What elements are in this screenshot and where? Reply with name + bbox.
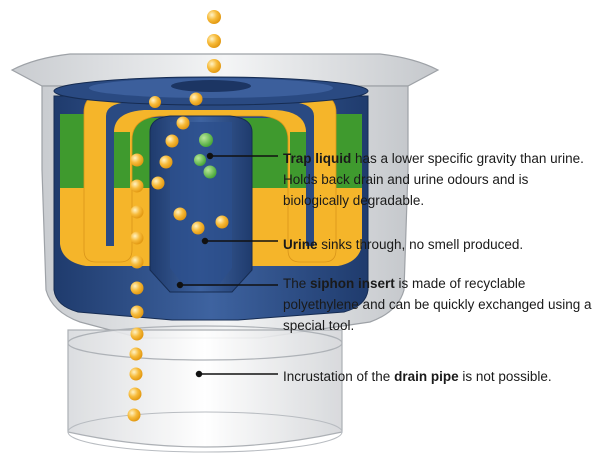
callout-text: The [283, 276, 310, 291]
callout-term-trap-liquid: Trap liquid [283, 151, 351, 166]
drain-pipe [68, 326, 342, 452]
callout-term-drain-pipe: drain pipe [394, 369, 459, 384]
callout-text: is not possible. [459, 369, 552, 384]
callout-trap-liquid: Trap liquid has a lower specific gravity… [283, 148, 595, 211]
callout-text: Incrustation of the [283, 369, 394, 384]
callout-drain-pipe: Incrustation of the drain pipe is not po… [283, 366, 595, 387]
callout-term-urine: Urine [283, 237, 318, 252]
callout-text: sinks through, no smell produced. [318, 237, 524, 252]
callout-urine: Urine sinks through, no smell produced. [283, 234, 595, 255]
callout-term-siphon-insert: siphon insert [310, 276, 395, 291]
callout-siphon-insert: The siphon insert is made of recyclable … [283, 273, 595, 336]
